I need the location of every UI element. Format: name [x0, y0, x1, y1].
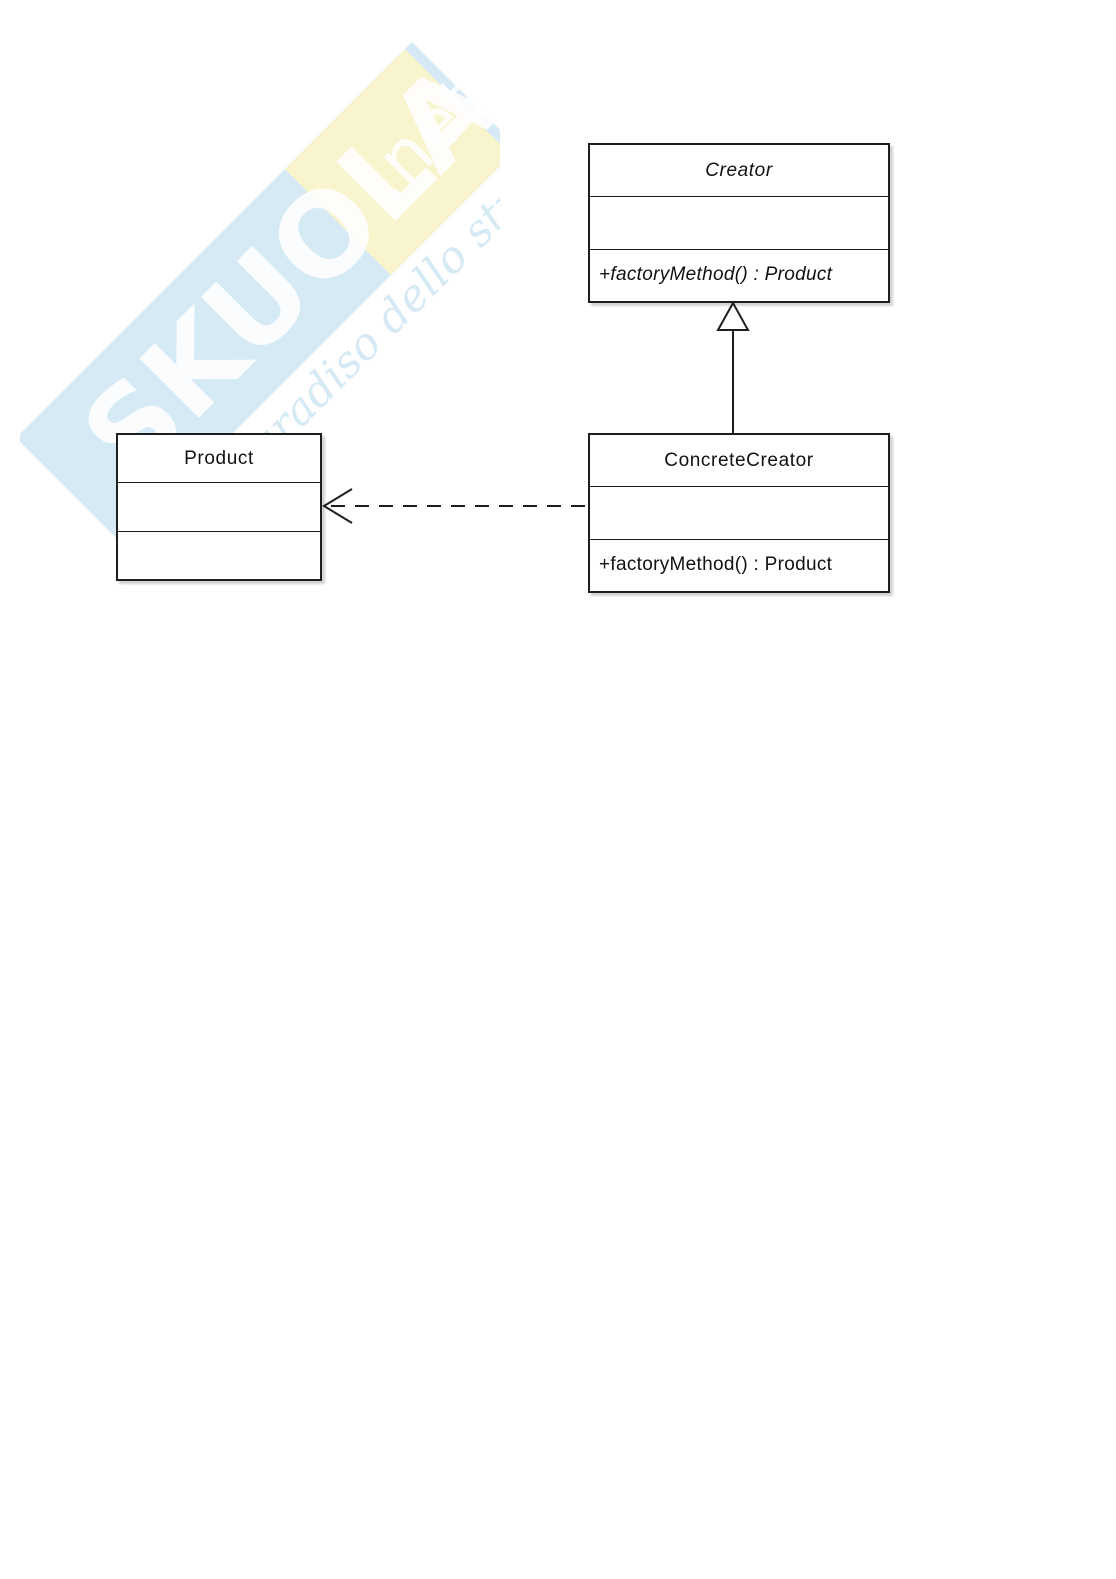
class-creator-name: Creator	[705, 159, 773, 181]
class-creator[interactable]: Creator +factoryMethod() : Product	[588, 143, 890, 303]
class-concrete-creator-name: ConcreteCreator	[664, 449, 814, 471]
class-concrete-creator-method: +factoryMethod() : Product	[590, 538, 888, 591]
class-creator-attributes	[590, 196, 888, 248]
class-product-methods	[118, 530, 320, 579]
class-creator-method: +factoryMethod() : Product	[590, 248, 888, 301]
class-concrete-creator-attributes	[590, 486, 888, 538]
class-product-attributes	[118, 482, 320, 530]
generalization-arrowhead	[716, 300, 750, 331]
dependency-arrowhead	[322, 488, 353, 524]
class-product[interactable]: Product	[116, 433, 322, 581]
class-concrete-creator[interactable]: ConcreteCreator +factoryMethod() : Produ…	[588, 433, 890, 593]
class-product-name: Product	[184, 447, 254, 469]
